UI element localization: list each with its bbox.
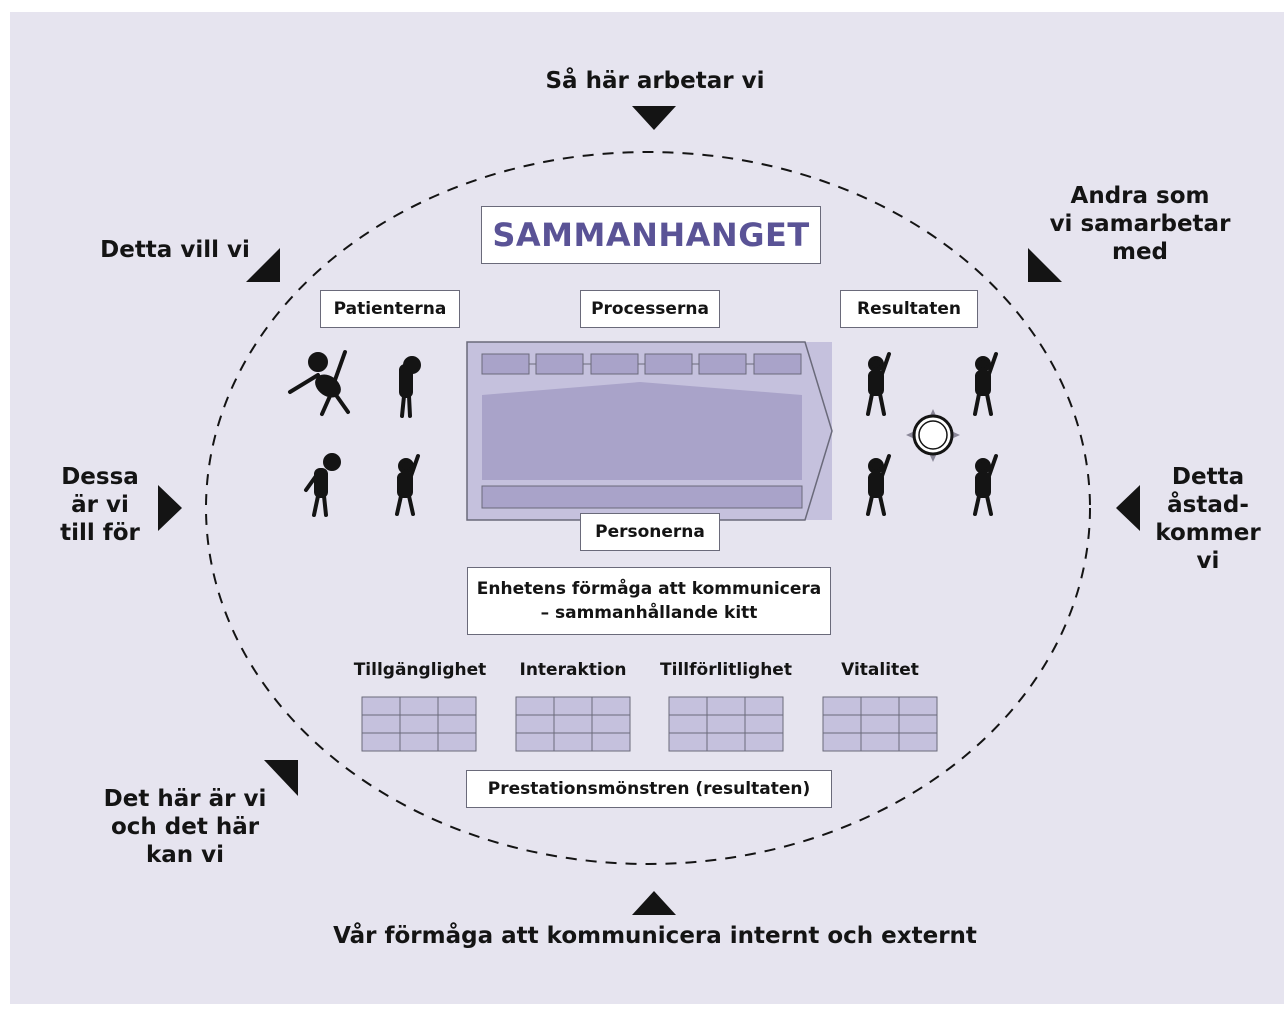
box-results: Resultaten bbox=[840, 290, 978, 328]
arrow-bottom-left-icon bbox=[264, 760, 298, 796]
process-step-row bbox=[481, 353, 802, 375]
label-top-right: Andra som vi samarbetar med bbox=[1049, 183, 1231, 265]
waving-person-icon-4 bbox=[866, 454, 891, 516]
box-performance: Prestationsmönstren (resultaten) bbox=[466, 770, 832, 808]
box-communication: Enhetens förmåga att kommunicera – samma… bbox=[467, 567, 831, 635]
arrow-top-left-icon bbox=[246, 248, 280, 282]
waving-person-icon-1 bbox=[395, 454, 420, 516]
box-patients: Patienterna bbox=[320, 290, 460, 328]
box-processes: Processerna bbox=[580, 290, 720, 328]
metric-label-tillforlitlighet: Tillförlitlighet bbox=[660, 660, 792, 680]
metric-grid-tillforlitlighet bbox=[668, 696, 784, 752]
process-diagram bbox=[466, 341, 833, 521]
arrow-bottom-icon bbox=[632, 891, 676, 915]
waving-person-icon-3 bbox=[973, 352, 998, 416]
arrow-left-icon bbox=[158, 485, 182, 531]
label-top-left: Detta vill vi bbox=[100, 237, 250, 263]
process-bottom-bar bbox=[481, 485, 803, 509]
waving-person-icon-2 bbox=[866, 352, 891, 416]
waving-person-icon-5 bbox=[973, 454, 998, 516]
tired-person-icon bbox=[304, 453, 341, 517]
metric-label-tillganglighet: Tillgänglighet bbox=[353, 660, 487, 680]
label-bottom: Vår förmåga att kommunicera internt och … bbox=[333, 923, 977, 949]
metric-grid-tillganglighet bbox=[361, 696, 477, 752]
arrow-top-right-icon bbox=[1028, 248, 1062, 282]
label-left: Dessa är vi till för bbox=[60, 464, 140, 546]
metric-label-interaktion: Interaktion bbox=[519, 660, 627, 680]
dashed-boundary-ellipse bbox=[205, 151, 1091, 865]
metric-label-vitalitet: Vitalitet bbox=[841, 660, 919, 680]
metric-grid-vitalitet bbox=[822, 696, 938, 752]
label-right: Detta åstad- kommer vi bbox=[1155, 464, 1261, 574]
label-bottom-left: Det här är vi och det här kan vi bbox=[103, 786, 267, 868]
falling-person-icon bbox=[288, 350, 350, 416]
box-persons: Personerna bbox=[580, 513, 720, 551]
sad-person-icon bbox=[399, 356, 421, 418]
label-top: Så här arbetar vi bbox=[545, 68, 765, 94]
diagram-title: SAMMANHANGET bbox=[481, 206, 821, 264]
process-main-block bbox=[482, 382, 802, 480]
arrow-top-icon bbox=[632, 106, 676, 130]
compass-icon bbox=[906, 409, 960, 462]
arrow-right-icon bbox=[1116, 485, 1140, 531]
metric-grid-interaktion bbox=[515, 696, 631, 752]
